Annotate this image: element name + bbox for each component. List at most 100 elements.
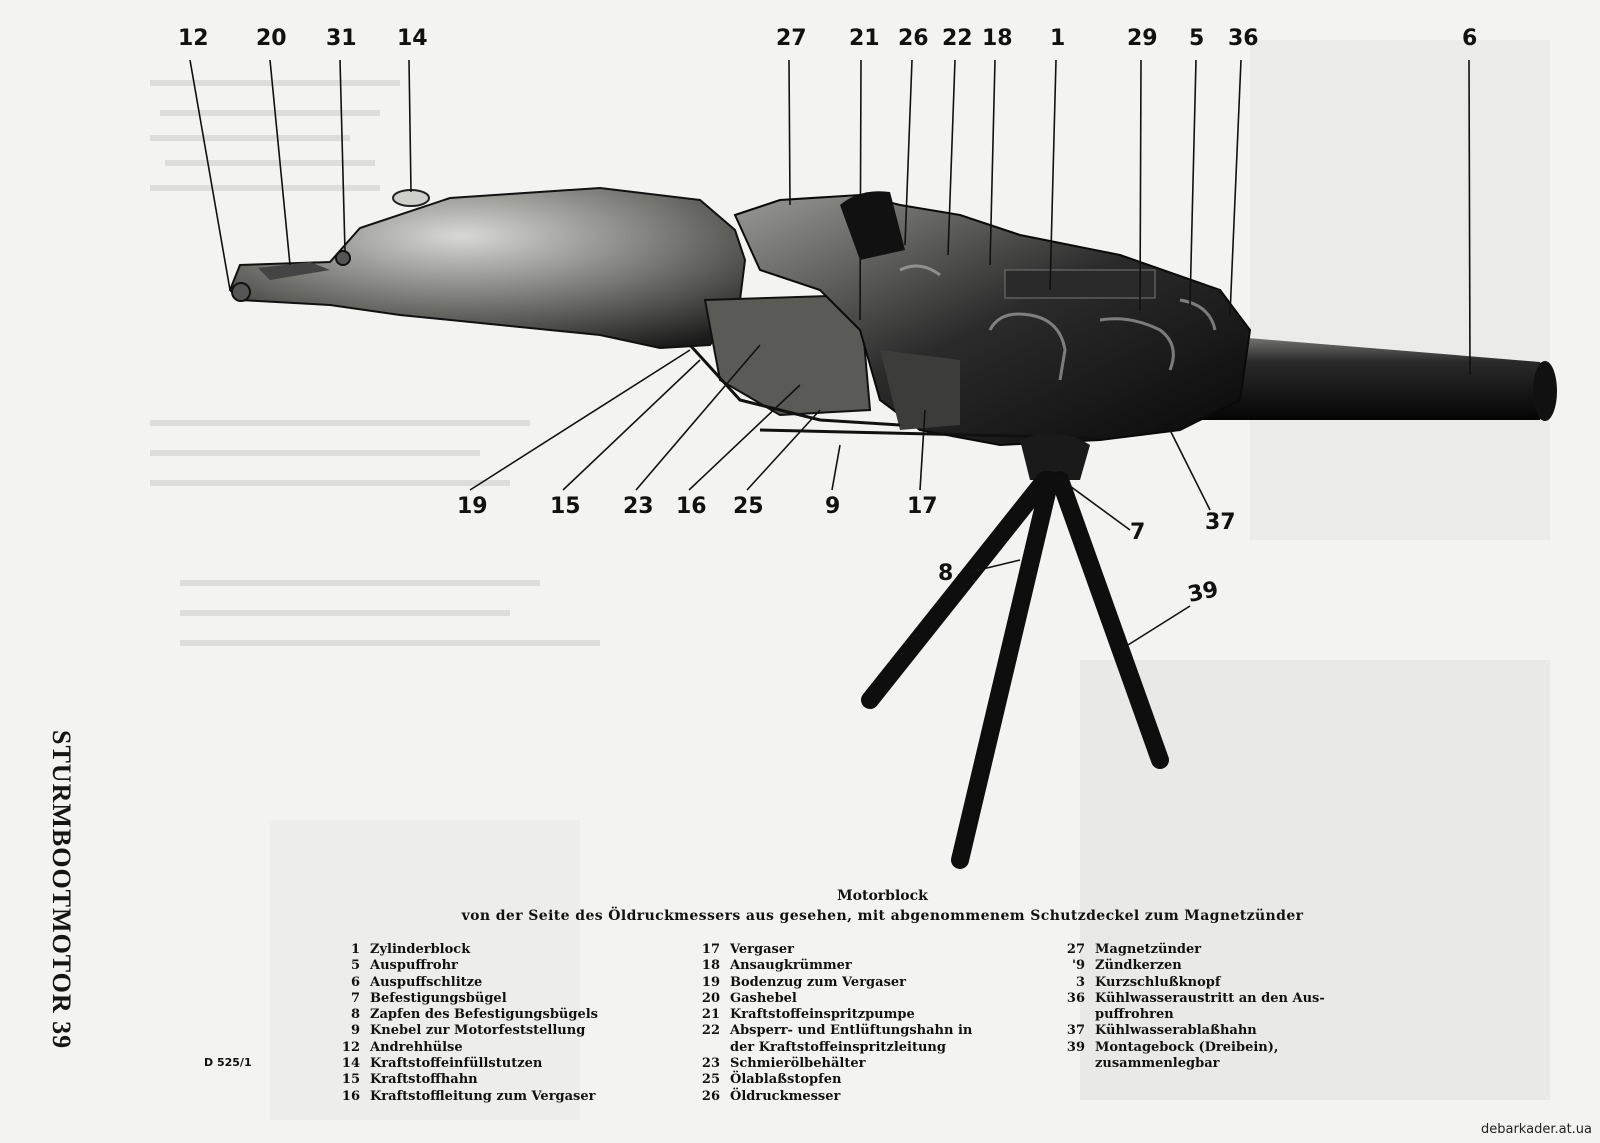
callout-5: 5 [1189,26,1205,51]
legend-item-number: 5 [350,958,360,974]
legend-item-text: Kraftstoffhahn [370,1072,478,1088]
figure-caption-subtitle: von der Seite des Öldruckmessers aus ges… [461,908,1304,924]
legend-item-number: '9 [1071,958,1085,974]
legend-item-number: 19 [701,974,720,990]
legend-item: 18 Ansaugkrümmer [690,958,972,974]
callout-1: 1 [1050,26,1066,51]
legend-item-text: Auspuffrohr [370,958,458,974]
legend-item-text: Auspuffschlitze [370,974,483,990]
legend-item-text: Montagebock (Dreibein), zusammenlegbar [1095,1039,1279,1072]
legend-item-text: Ölablaßstopfen [730,1072,842,1088]
legend-item: 6 Auspuffschlitze [330,975,598,991]
legend-item-text: Zündkerzen [1095,958,1182,974]
legend-item-number: 21 [701,1007,720,1023]
legend-item-text: Bodenzug zum Vergaser [730,974,907,990]
callout-8: 8 [938,561,954,586]
callout-19: 19 [457,494,488,519]
exhaust-tube [1150,330,1557,421]
legend-item-text: Kraftstoffeinspritzpumpe [730,1007,915,1023]
legend-item: 23 Schmierölbehälter [690,1056,972,1072]
callout-14: 14 [397,26,428,51]
legend-item-text: Kühlwasserablaßhahn [1095,1023,1257,1039]
callout-27: 27 [776,26,807,51]
legend-item-number: 1 [350,942,360,957]
legend-item: 22 Absperr- und Entlüftungshahn in der Kr… [690,1023,972,1056]
legend-item-number: 25 [701,1072,720,1088]
legend-item: 21 Kraftstoffeinspritzpumpe [690,1007,972,1023]
legend-item-text: Befestigungsbügel [370,990,507,1006]
legend-item-text: Kühlwasseraustritt an den Aus- puffrohre… [1095,990,1325,1023]
legend-item-number: 15 [341,1072,360,1088]
legend-column-1: 1 Zylinderblock 5 Auspuffrohr 6 Auspuffschlit… [330,942,598,1105]
legend-item-text: Zylinderblock [370,942,471,957]
callout-12: 12 [178,26,209,51]
legend-item-number: 9 [350,1023,360,1039]
legend-item: 9 Knebel zur Motorfeststellung [330,1023,598,1039]
callout-37: 37 [1205,510,1236,535]
callout-leader-lines [189,59,1471,651]
legend-item: 25 Ölablaßstopfen [690,1072,972,1088]
callout-25: 25 [733,494,764,519]
callout-22: 22 [942,26,973,51]
legend-item-number: 16 [341,1088,360,1104]
legend-item-text: Kurzschlußknopf [1095,974,1221,990]
legend-item-number: 8 [350,1007,360,1023]
legend-item-text: Magnetzünder [1095,942,1202,957]
fuel-tank [228,186,747,350]
engine-block [733,191,1252,447]
callout-29: 29 [1127,26,1158,51]
legend-item-number: 7 [350,990,360,1006]
callout-31: 31 [326,26,357,51]
callout-17: 17 [907,494,938,519]
legend-item-text: Schmierölbehälter [730,1056,866,1072]
legend-item-number: 27 [1066,942,1085,957]
watermark-url: debarkader.at.ua [1480,1122,1592,1137]
legend-item-number: 18 [701,958,720,974]
callout-23: 23 [623,494,654,519]
legend-item-number: 6 [350,974,360,990]
callout-16: 16 [676,494,707,519]
callout-7: 7 [1130,520,1146,545]
legend-item: 36 Kühlwasseraustritt an den Aus- puffroh… [1055,991,1325,1024]
legend-item-text: Absperr- und Entlüftungshahn in der Kraf… [730,1023,973,1055]
legend-item-text: Öldruckmesser [730,1088,841,1104]
legend-item-number: 3 [1075,974,1085,990]
legend-item: 8 Zapfen des Befestigungsbügels [330,1007,598,1023]
callout-18: 18 [982,26,1013,51]
legend-item-number: 23 [701,1056,720,1072]
legend-item-text: Kraftstoffleitung zum Vergaser [370,1088,596,1104]
legend-column-3: 27 Magnetzünder '9 Zündkerzen 3 Kurzschlußkno… [1055,942,1325,1072]
legend-item-number: 39 [1066,1039,1085,1055]
legend-item-number: 17 [701,942,720,957]
legend-item-text: Ansaugkrümmer [730,958,852,974]
callout-15: 15 [550,494,581,519]
callout-36: 36 [1228,26,1259,51]
legend-item-text: Gashebel [730,990,797,1006]
legend-item-text: Zapfen des Befestigungsbügels [370,1007,598,1023]
figure-caption-title: Motorblock [837,888,928,904]
document-code: D 525/1 [204,1056,252,1069]
legend-item: 19 Bodenzug zum Vergaser [690,975,972,991]
legend-item-number: 22 [701,1023,720,1039]
legend-item: 5 Auspuffrohr [330,958,598,974]
callout-20: 20 [256,26,287,51]
legend-item-number: 36 [1066,990,1085,1006]
callout-6: 6 [1462,26,1478,51]
legend-item-number: 37 [1066,1023,1085,1039]
legend-item-text: Knebel zur Motorfeststellung [370,1023,586,1039]
legend-item: 37 Kühlwasserablaßhahn [1055,1023,1325,1039]
legend-item-number: 12 [341,1039,360,1055]
legend-item-number: 26 [701,1088,720,1104]
bleed-through-background [150,40,1550,1120]
legend-item-number: 14 [341,1056,360,1072]
mount-clamp [1020,433,1090,480]
legend-item: 39 Montagebock (Dreibein), zusammenlegbar [1055,1040,1325,1073]
legend-item: 27 Magnetzünder [1055,942,1325,958]
